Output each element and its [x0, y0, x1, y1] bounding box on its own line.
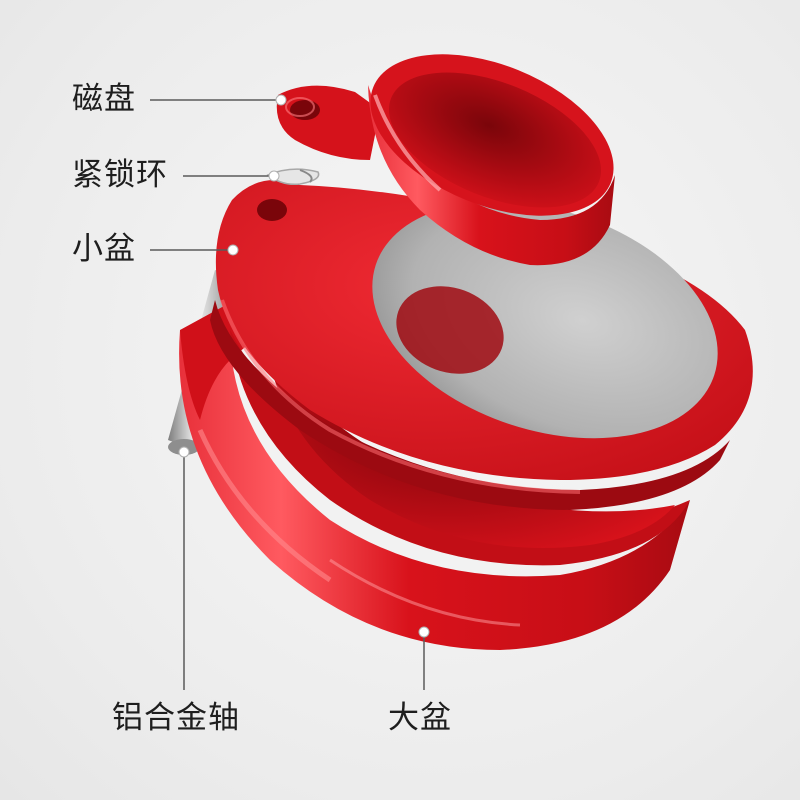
label-lock-ring: 紧锁环: [72, 157, 168, 193]
leader-lines: [150, 99, 425, 690]
label-magnetic-disc: 磁盘: [72, 81, 136, 117]
label-small-bowl: 小盆: [72, 231, 136, 267]
label-large-bowl: 大盆: [388, 700, 452, 736]
small-bowl: [210, 180, 753, 510]
lock-ring: [266, 168, 320, 186]
label-aluminum-shaft: 铝合金轴: [112, 700, 240, 736]
anchor-dots: [178, 94, 430, 638]
magnetic-disc: [276, 54, 615, 266]
